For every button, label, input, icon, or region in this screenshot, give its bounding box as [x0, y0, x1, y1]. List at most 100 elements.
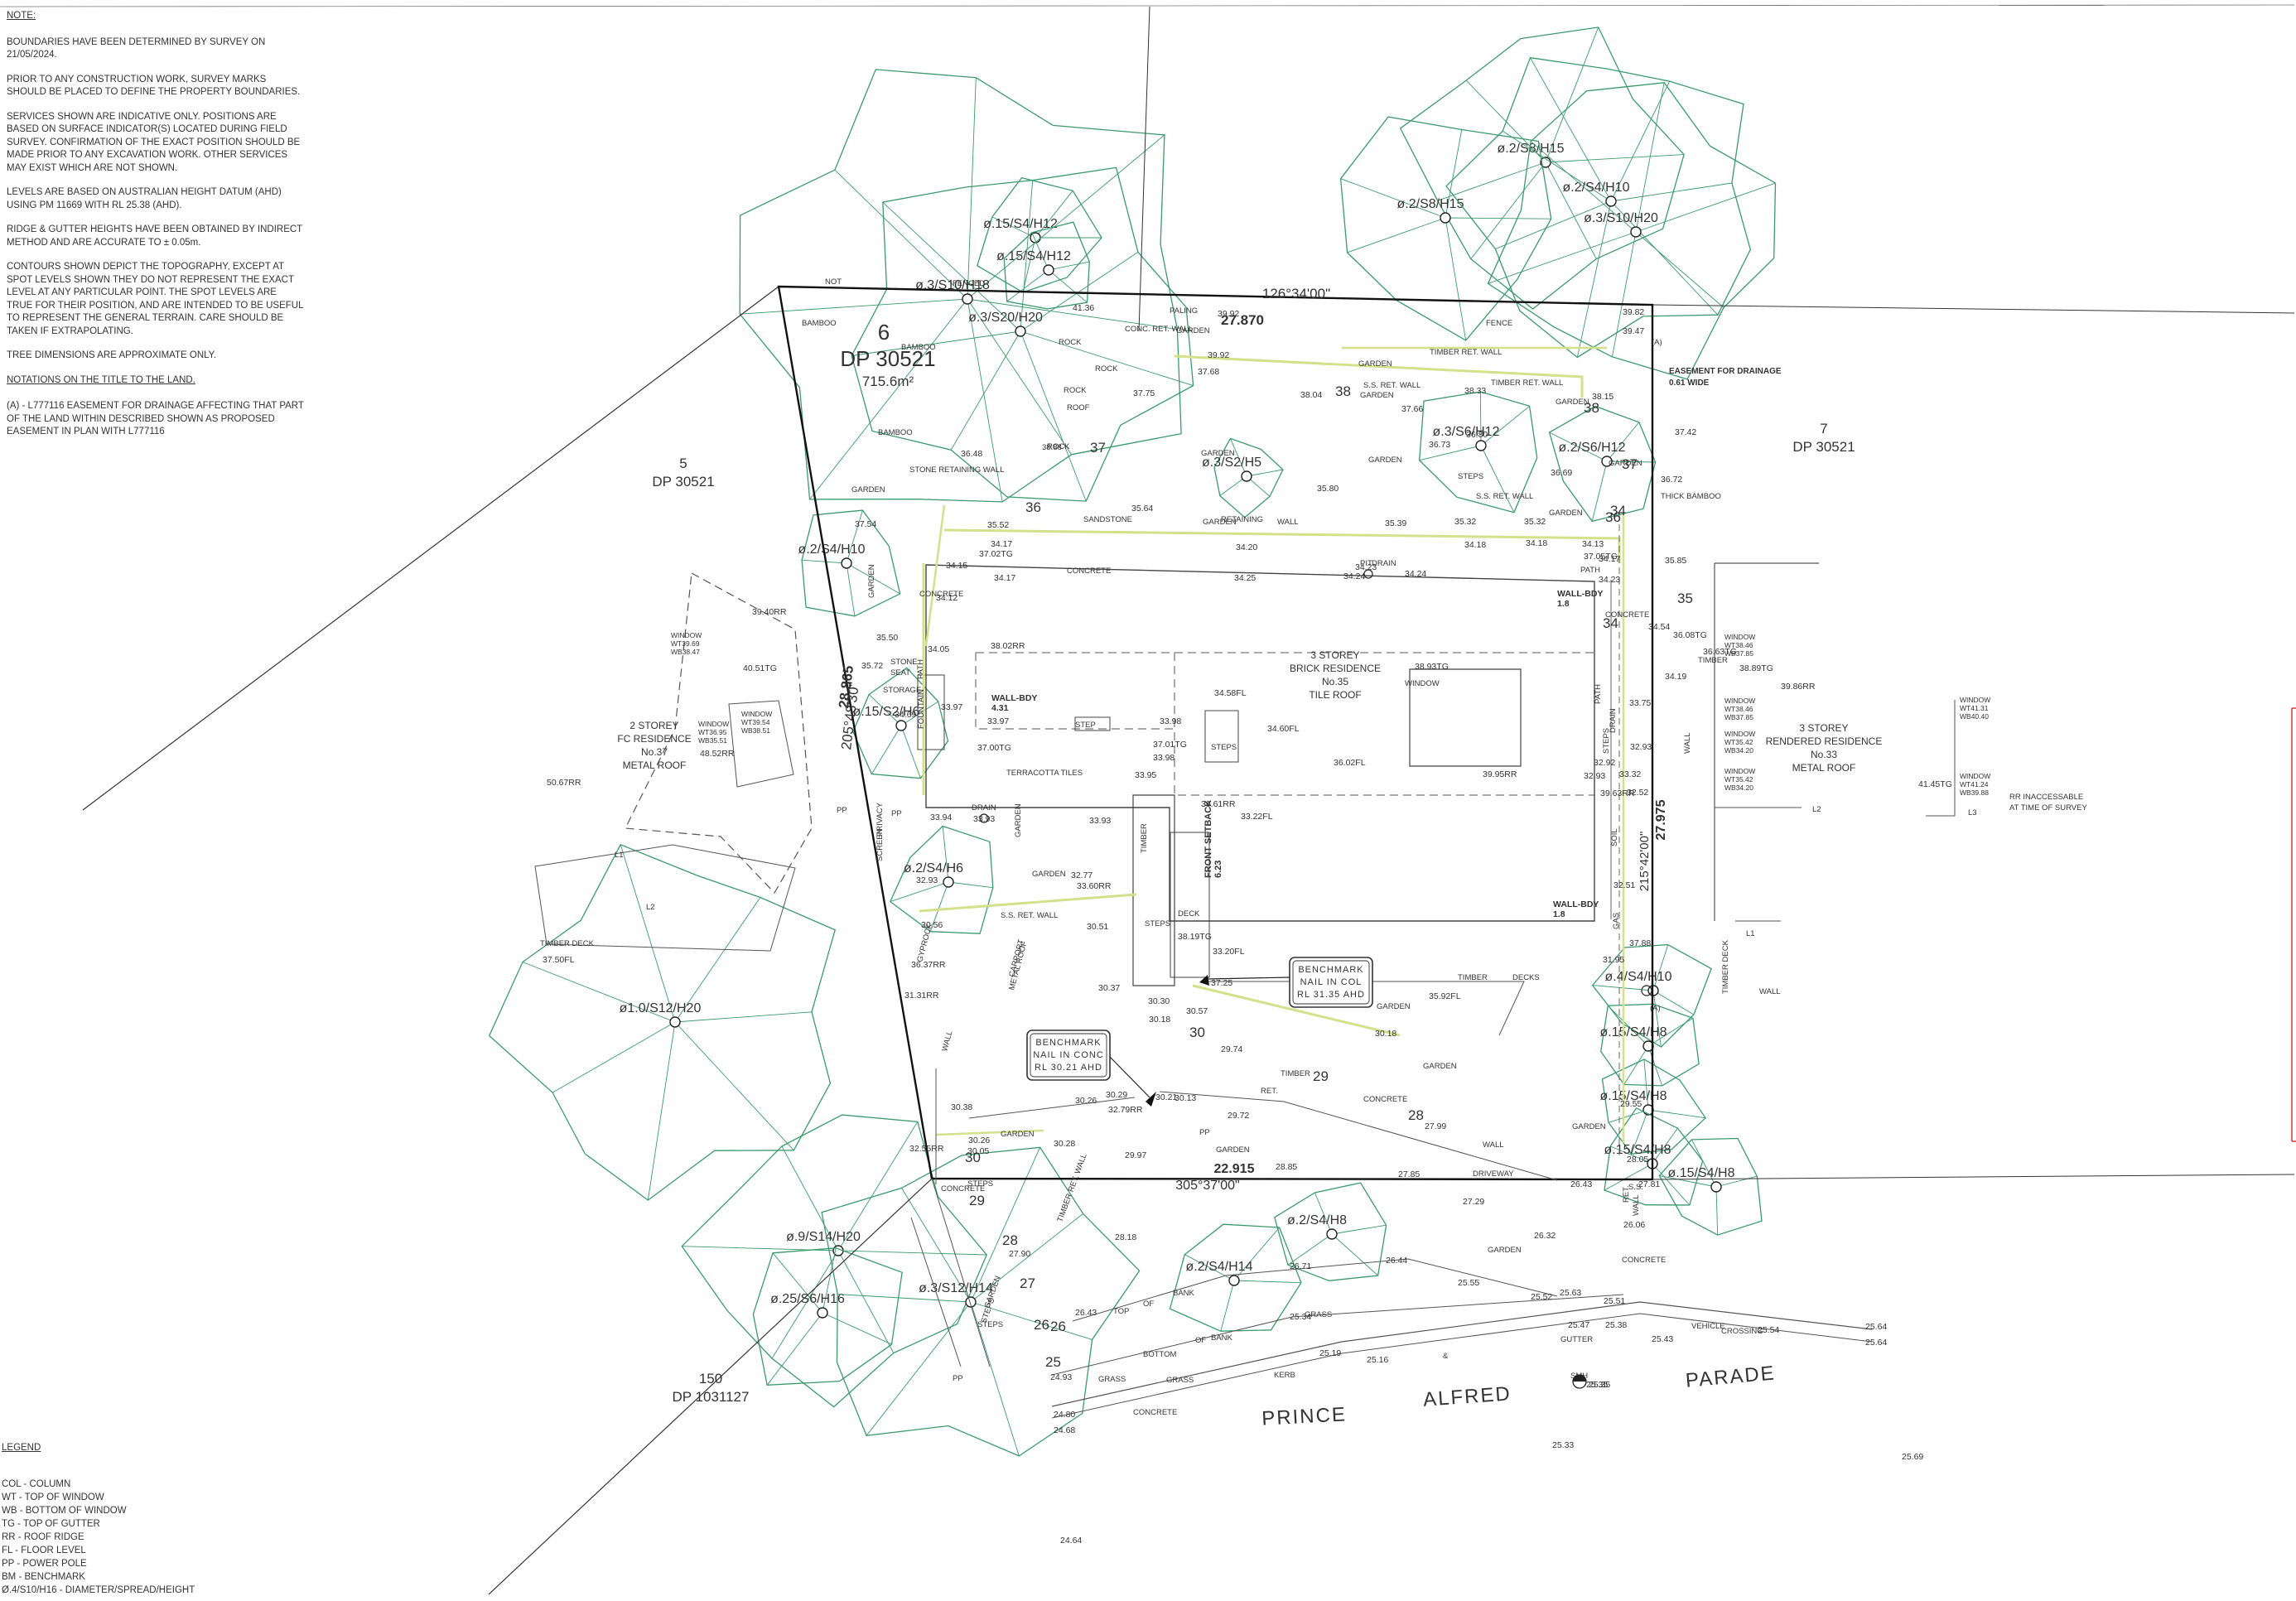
- spot-level: 24.64: [1060, 1536, 1082, 1546]
- contour-label: 30: [965, 1150, 981, 1165]
- tree-spoke: [1287, 1233, 1333, 1266]
- plan-label: BANK: [1173, 1289, 1195, 1298]
- tree-label: ø.15/S4/H12: [983, 217, 1058, 231]
- spot-level: 41.45TG: [1918, 779, 1952, 789]
- plan-label: GRASS: [1166, 1376, 1194, 1385]
- tree-spoke: [1652, 990, 1695, 1015]
- spot-level: 37.68: [1198, 367, 1219, 377]
- spot-level: 33.95: [1135, 770, 1156, 780]
- contour-label: 34: [1603, 615, 1618, 631]
- boundary-setback-label: WALL-BDY: [1553, 899, 1599, 909]
- window-callout: WT41.31: [1960, 704, 1989, 712]
- tree-spoke: [1549, 432, 1608, 462]
- plan-label: GARDEN: [1176, 326, 1210, 335]
- retaining-wall: [919, 893, 1137, 913]
- spot-level: 33.97: [987, 716, 1009, 726]
- spot-level: 37.66: [1401, 404, 1423, 414]
- tree-spoke: [1437, 162, 1546, 201]
- tree-spoke: [1502, 130, 1612, 202]
- benchmark-label: BENCHMARK: [1298, 965, 1363, 975]
- contour-label: 28: [1408, 1107, 1424, 1123]
- plan-label: GARDEN: [1203, 518, 1237, 527]
- spot-level: 50.67RR: [547, 778, 581, 788]
- spot-level: 30.30: [1148, 996, 1170, 1006]
- neighbour-boundary: [82, 286, 779, 811]
- tree-spoke: [522, 962, 676, 1023]
- spot-level: 25.16: [1367, 1355, 1388, 1365]
- spot-level: 33.93: [1089, 816, 1111, 826]
- spot-level: 34.19: [1665, 672, 1686, 682]
- spot-level: 38.15: [1592, 392, 1613, 402]
- spot-level: 29.72: [1228, 1111, 1249, 1121]
- legend-item: PP - POWER POLE: [2, 1559, 87, 1569]
- boundary-distance: 27.975: [1654, 799, 1668, 840]
- plan-label: PP: [837, 806, 847, 815]
- note-paragraph: TREE DIMENSIONS ARE APPROXIMATE ONLY.: [7, 350, 217, 360]
- spot-level: 39.86RR: [1781, 682, 1816, 692]
- tree-spoke: [871, 725, 902, 774]
- spot-level: 25.51: [1604, 1296, 1625, 1306]
- plan-label: (A): [1650, 1004, 1661, 1013]
- tree-spoke: [674, 1021, 794, 1151]
- spot-level: 34.17: [1599, 554, 1620, 564]
- plan-label: GARDEN: [1549, 509, 1583, 518]
- plan-label: TIMBER: [1140, 823, 1149, 853]
- tree-trunk: [1630, 226, 1642, 238]
- plan-label: STEPS: [1602, 728, 1611, 754]
- plan-label: CONCRETE: [1622, 1256, 1666, 1265]
- spot-level: 39.40RR: [752, 607, 787, 617]
- plan-label: S.S.: [1628, 1183, 1643, 1192]
- spot-level: 25.34: [1290, 1312, 1311, 1322]
- plan-label: GARDEN: [1360, 391, 1394, 400]
- contour-label: 26: [1034, 1317, 1049, 1333]
- tree-spoke: [1591, 461, 1608, 522]
- tree-spoke: [1340, 178, 1446, 219]
- spot-level: 35.50: [876, 633, 898, 643]
- window-callout: WB40.40: [1960, 712, 1989, 721]
- plan-label: PATH: [1594, 684, 1603, 704]
- tree-spoke: [1470, 162, 1546, 259]
- plan-label: GYPROCK: [915, 922, 934, 962]
- plan-label: PATH: [1580, 566, 1600, 575]
- window-callout: WT41.24: [1960, 780, 1989, 788]
- spot-level: 37.05TG: [1584, 552, 1618, 562]
- tree-spoke: [967, 298, 1178, 330]
- tree-trunk: [1015, 326, 1026, 337]
- boundary-distance: 22.915: [1214, 1162, 1255, 1176]
- spot-level: 33.75: [1629, 698, 1651, 708]
- contour-label: 26: [1050, 1319, 1066, 1334]
- note-paragraph: SERVICES SHOWN ARE INDICATIVE ONLY. POSI…: [7, 111, 301, 173]
- window-callout: WINDOW: [741, 710, 772, 718]
- plan-label: STONE RETAINING WALL: [909, 465, 1004, 475]
- plan-label: BAMBOO: [802, 319, 837, 328]
- tree-spoke: [868, 694, 902, 726]
- plan-label: GARDEN: [867, 564, 876, 598]
- window-callout: WB34.20: [1724, 784, 1753, 792]
- tree-canopy: [1169, 1223, 1302, 1332]
- spot-level: 27.99: [1425, 1121, 1446, 1131]
- tree-spoke: [1246, 469, 1283, 477]
- plan-label: GARDEN: [851, 485, 885, 494]
- spot-level: 32.93: [1584, 771, 1605, 781]
- plan-label: GARDEN: [1014, 803, 1023, 837]
- note-paragraph: RIDGE & GUTTER HEIGHTS HAVE BEEN OBTAINE…: [7, 224, 302, 248]
- tree-canopy: [1445, 56, 1751, 359]
- plan-label: ROCK: [1047, 442, 1070, 451]
- contour-label: 38: [1584, 400, 1599, 416]
- tree-spoke: [1604, 1163, 1653, 1191]
- tree-trunk: [1440, 212, 1451, 224]
- building-label: No.35: [1322, 676, 1348, 687]
- spot-level: 37.01TG: [1153, 740, 1187, 750]
- plan-label: GUTTER: [1560, 1335, 1593, 1344]
- contour-label: 30: [1189, 1025, 1205, 1040]
- tree-spoke: [1635, 182, 1776, 233]
- steps-line: [910, 1217, 962, 1367]
- plan-label: TIMBER DECK: [1721, 939, 1730, 994]
- tree-canopy: [1274, 1182, 1387, 1281]
- lot-area: 715.6m²: [862, 374, 914, 389]
- plan-label: CONCRETE: [1067, 567, 1111, 576]
- note-paragraph: PRIOR TO ANY CONSTRUCTION WORK, SURVEY M…: [7, 74, 301, 98]
- easement-label: 0.61 WIDE: [1669, 379, 1710, 388]
- note-paragraph: LEVELS ARE BASED ON AUSTRALIAN HEIGHT DA…: [7, 187, 282, 210]
